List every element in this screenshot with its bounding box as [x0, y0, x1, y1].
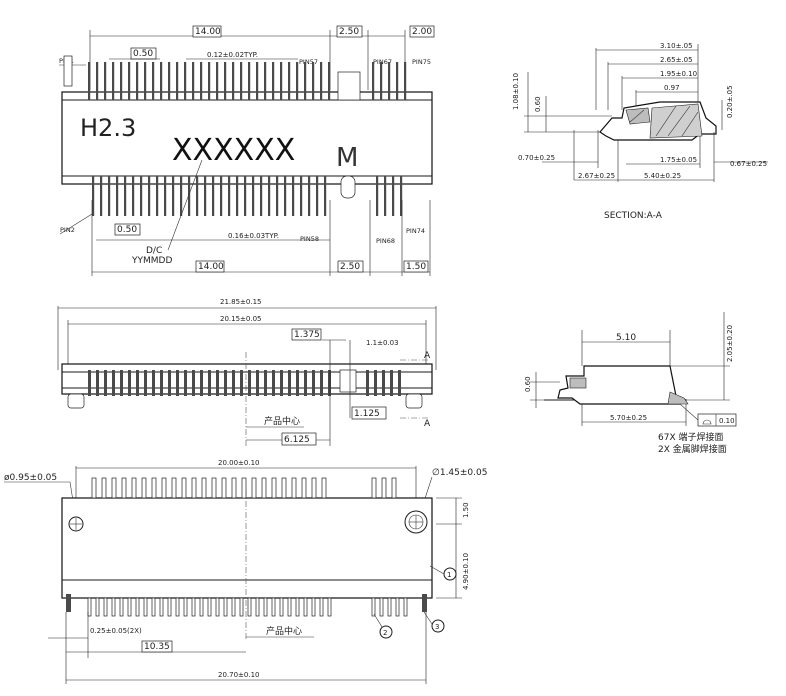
- dim-025: 0.25±0.05(2X): [90, 627, 142, 635]
- pin75-label: PIN75: [412, 58, 431, 66]
- dim-097: 0.97: [664, 84, 680, 92]
- dim-hole-right: ∅1.45±0.05: [432, 468, 487, 478]
- dim-070: 0.70±0.25: [518, 154, 555, 162]
- section-a-bot: A: [424, 419, 431, 429]
- dim-510: 5.10: [616, 333, 636, 343]
- dim-6125: 6.125: [284, 435, 310, 445]
- front-pins: [88, 369, 401, 396]
- dim-14-top: 14.00: [195, 27, 221, 37]
- dim-inner-front: 20.15±0.05: [220, 315, 262, 323]
- dim-1035: 10.35: [144, 642, 170, 652]
- dim-1125: 1.125: [354, 409, 380, 419]
- dim-250-top: 2.50: [339, 27, 359, 37]
- top-pins-lower: [92, 176, 403, 216]
- dim-250-bot: 2.50: [340, 262, 360, 272]
- date-code: YYMMDD: [131, 256, 172, 266]
- dim-570: 5.70±0.25: [610, 414, 647, 422]
- dim-067: 0.67±0.25: [730, 160, 767, 168]
- dc-label: D/C: [146, 246, 162, 256]
- key-marking: M: [336, 143, 358, 173]
- pitch-050-bot: 0.50: [117, 225, 137, 235]
- bottom-pins-lower: [87, 597, 408, 617]
- pin2-label: PIN2: [60, 226, 75, 234]
- dim-195: 1.95±0.10: [660, 70, 697, 78]
- section-view: 3.10±.05 2.65±.05 1.95±0.10 0.97 1.08±0.…: [512, 42, 768, 221]
- dim-span-20: 20.00±0.10: [218, 459, 260, 467]
- dim-overall-front: 21.85±0.15: [220, 298, 262, 306]
- bottom-view: ø0.95±0.05 ∅1.45±0.05 20.00±0.10: [4, 459, 487, 684]
- side-view: 5.10 2.05±0.20 0.60 5.70±0.25 0.10 67X 端…: [524, 312, 737, 455]
- dim-11: 1.1±0.03: [366, 339, 399, 347]
- part-code: XXXXXX: [172, 133, 295, 168]
- dim-overall-bottom: 20.70±0.10: [218, 671, 260, 679]
- dim-020: 0.20±.05: [726, 85, 734, 118]
- dim-060-sec: 0.60: [534, 96, 542, 112]
- pin57-label: PIN57: [299, 58, 318, 66]
- height-code: H2.3: [80, 114, 136, 142]
- note-terminal: 67X 端子焊接面: [658, 431, 723, 443]
- dim-1375: 1.375: [294, 330, 320, 340]
- typ-top: 0.12±0.02TYP.: [207, 51, 258, 59]
- dim-490: 4.90±0.10: [462, 553, 470, 590]
- front-view: 21.85±0.15 20.15±0.05 1.375 1.1±0.03 A: [57, 298, 437, 446]
- dim-267: 2.67±0.25: [578, 172, 615, 180]
- callout-3: 3: [435, 623, 439, 631]
- front-center-label: 产品中心: [264, 415, 300, 427]
- top-view: 14.00 2.50 2.00 0.50 0.12±0.02TYP. PIN1 …: [59, 25, 435, 276]
- dim-14-bot: 14.00: [198, 262, 224, 272]
- section-a-top: A: [424, 351, 431, 361]
- pin58-label: PIN58: [300, 235, 319, 243]
- dim-150-bot: 1.50: [406, 262, 426, 272]
- top-pins-upper: [88, 62, 407, 101]
- pitch-050-top: 0.50: [133, 49, 153, 59]
- dim-hole-left: ø0.95±0.05: [4, 473, 57, 483]
- dim-108: 1.08±0.10: [512, 73, 520, 110]
- dim-540: 5.40±0.25: [644, 172, 681, 180]
- flatness-value: 0.10: [719, 417, 735, 425]
- dim-150-side: 1.50: [462, 502, 470, 518]
- dim-205: 2.05±0.20: [726, 325, 734, 362]
- bottom-center-label: 产品中心: [266, 625, 302, 637]
- dim-200-top: 2.00: [412, 27, 432, 37]
- callout-2: 2: [383, 629, 387, 637]
- dim-265: 2.65±.05: [660, 56, 693, 64]
- dim-060-side: 0.60: [524, 376, 532, 392]
- callout-1: 1: [447, 571, 451, 579]
- bottom-pins-upper: [91, 477, 397, 499]
- note-metal-foot: 2X 金属脚焊接面: [658, 443, 727, 455]
- pin67-label: PIN67: [373, 58, 392, 66]
- typ-bot: 0.16±0.03TYP.: [228, 232, 279, 240]
- pin74-label: PIN74: [406, 227, 425, 235]
- dim-175: 1.75±0.05: [660, 156, 697, 164]
- section-title: SECTION:A-A: [604, 211, 663, 221]
- dim-310: 3.10±.05: [660, 42, 693, 50]
- pin68-label: PIN68: [376, 237, 395, 245]
